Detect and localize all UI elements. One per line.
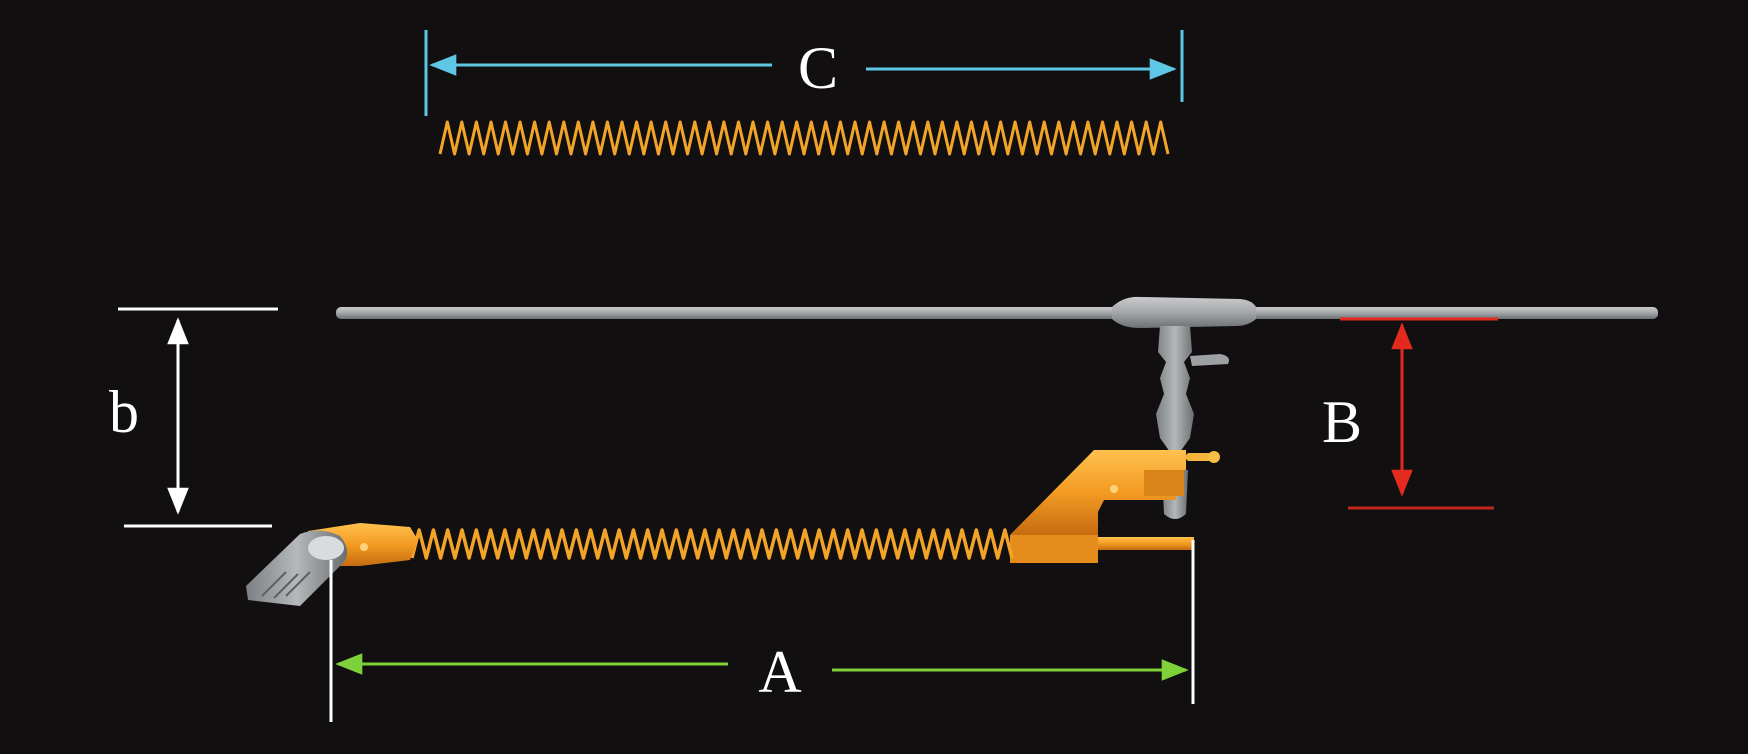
bracket-plate (1010, 450, 1186, 535)
bracket-hole (1110, 485, 1118, 493)
dimension-c: C (424, 30, 1184, 116)
grip-groove-2 (273, 573, 299, 599)
bracket-clamp (1144, 470, 1184, 496)
end-pin (360, 543, 368, 551)
orange-bracket (1010, 450, 1220, 563)
post-body (1156, 326, 1194, 452)
bracket-pin (1186, 453, 1214, 461)
rod-hub (1112, 296, 1256, 328)
grip-ball (308, 536, 344, 560)
bracket-arm (1098, 537, 1194, 550)
bracket-pin-head (1208, 451, 1220, 463)
dimension-c-label: C (798, 35, 838, 101)
dimension-a: A (329, 540, 1195, 722)
dimension-b-upper-label: B (1322, 389, 1362, 455)
compressed-spring (410, 528, 1014, 560)
rod-bar (336, 307, 1658, 319)
dimension-b-lower: b (109, 307, 278, 528)
grip-groove-3 (285, 571, 311, 597)
grip-groove-1 (261, 571, 287, 597)
post-knob (1190, 354, 1229, 366)
dimension-b-lower-label: b (109, 379, 139, 445)
top-rod (336, 296, 1658, 328)
free-spring (438, 120, 1170, 156)
dimension-a-label: A (758, 639, 801, 705)
bracket-base (1010, 535, 1098, 563)
left-end-fitting (246, 523, 418, 606)
dimension-b-upper: B (1322, 317, 1498, 510)
